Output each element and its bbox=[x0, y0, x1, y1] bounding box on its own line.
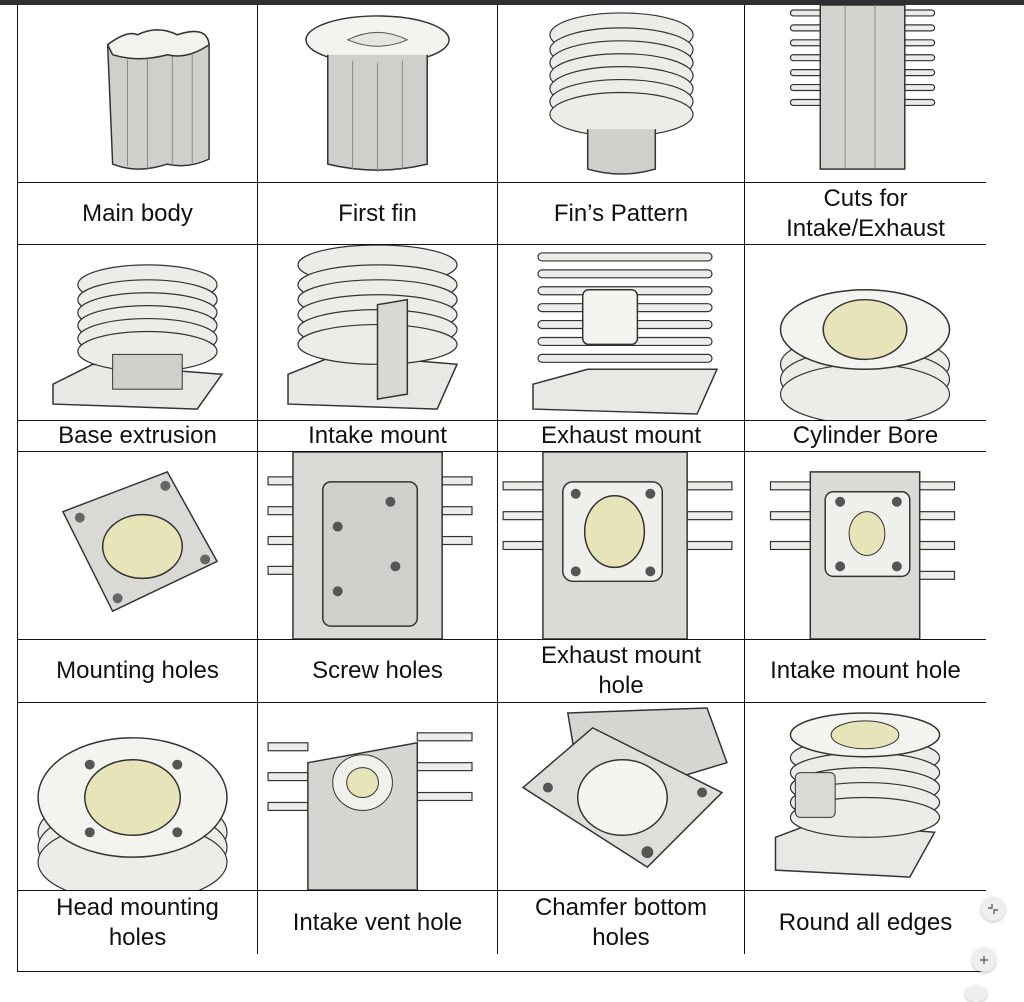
collapse-arrows-icon[interactable] bbox=[981, 897, 1005, 921]
image-exhaust-mount-hole bbox=[498, 452, 745, 640]
image-chamfer-bottom-holes bbox=[498, 703, 745, 891]
label-intake-mount: Intake mount bbox=[258, 421, 498, 452]
image-first-fin bbox=[258, 5, 498, 183]
label-exhaust-mount-hole: Exhaust mount hole bbox=[498, 640, 745, 703]
label-chamfer-bottom-holes: Chamfer bottom holes bbox=[498, 891, 745, 954]
image-cylinder-bore bbox=[745, 245, 986, 421]
label-fins-pattern: Fin’s Pattern bbox=[498, 183, 745, 245]
image-mounting-holes bbox=[18, 452, 258, 640]
label-screw-holes: Screw holes bbox=[258, 640, 498, 703]
label-main-body: Main body bbox=[18, 183, 258, 245]
plus-icon[interactable] bbox=[972, 948, 996, 972]
image-screw-holes bbox=[258, 452, 498, 640]
image-intake-mount bbox=[258, 245, 498, 421]
image-intake-mount-hole bbox=[745, 452, 986, 640]
label-head-mounting-holes: Head mounting holes bbox=[18, 891, 258, 954]
label-intake-vent-hole: Intake vent hole bbox=[258, 891, 498, 954]
image-intake-vent-hole bbox=[258, 703, 498, 891]
top-toolbar-strip bbox=[0, 0, 1024, 5]
image-head-mounting-holes bbox=[18, 703, 258, 891]
image-main-body bbox=[18, 5, 258, 183]
label-intake-mount-hole: Intake mount hole bbox=[745, 640, 986, 703]
label-mounting-holes: Mounting holes bbox=[18, 640, 258, 703]
label-first-fin: First fin bbox=[258, 183, 498, 245]
image-cuts-intake-exhaust bbox=[745, 5, 986, 183]
label-base-extrusion: Base extrusion bbox=[18, 421, 258, 452]
main-body-illustration bbox=[106, 29, 210, 171]
image-exhaust-mount bbox=[498, 245, 745, 421]
image-fins-pattern bbox=[498, 5, 745, 183]
label-cylinder-bore: Cylinder Bore bbox=[745, 421, 986, 452]
extra-control-button[interactable] bbox=[965, 986, 987, 1002]
label-round-all-edges: Round all edges bbox=[745, 891, 986, 954]
image-base-extrusion bbox=[18, 245, 258, 421]
cad-step-grid: Main body First fin Fin’s Pattern Cuts f… bbox=[17, 5, 986, 972]
label-exhaust-mount: Exhaust mount bbox=[498, 421, 745, 452]
image-round-all-edges bbox=[745, 703, 986, 891]
label-cuts-intake-exhaust: Cuts for Intake/Exhaust bbox=[745, 183, 986, 245]
